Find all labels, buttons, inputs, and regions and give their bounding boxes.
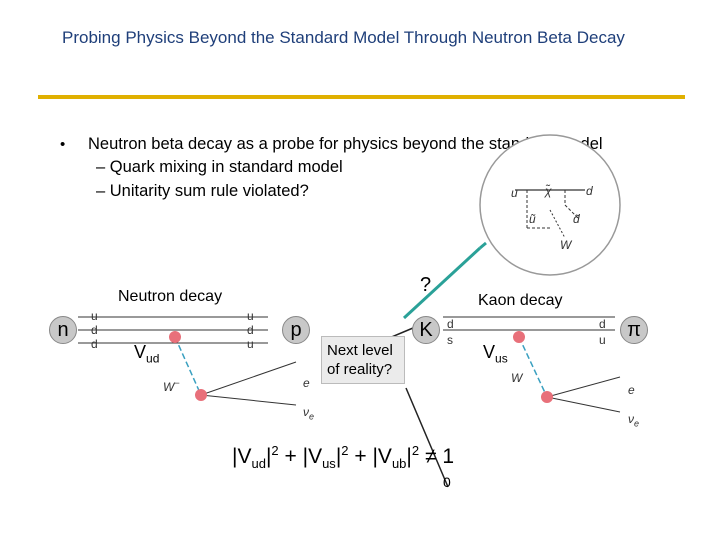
neutron-diagram: [78, 316, 297, 406]
next-level-line-1: Next level: [327, 342, 393, 359]
pion-particle: π: [620, 316, 648, 344]
kaon-neutrino-line: [546, 396, 621, 413]
kaon-diagram: [443, 316, 621, 413]
neutron-neutrino-label: νe: [303, 405, 315, 422]
next-level-box: Next level of reality?: [321, 336, 405, 384]
unitarity-equation: |Vud|2 + |Vus|2 + |Vub|2 ≠ 1: [232, 443, 455, 472]
inset-label-w: W: [560, 238, 572, 252]
vub-zero-annotation: 0: [443, 474, 451, 490]
page-title: Probing Physics Beyond the Standard Mode…: [62, 28, 625, 47]
kaon-electron-label: e: [628, 383, 635, 397]
inset-diagram: [479, 134, 621, 276]
inset-label-chi: χ̃: [545, 184, 552, 198]
bullet-marker: •: [60, 136, 66, 153]
neutron-quark-in-1: u: [91, 309, 98, 323]
neutron-neutrino-line: [200, 394, 297, 406]
question-mark: ?: [420, 274, 432, 296]
kaon-decay-label: Kaon decay: [478, 292, 563, 309]
kaon-neutrino-label: νe: [628, 412, 640, 429]
kaon-quark-in-1: d: [447, 317, 454, 331]
inset-circle: [479, 134, 621, 276]
sub-bullet-quark-mixing: – Quark mixing in standard model: [96, 158, 343, 176]
kaon-quark-out-1: d: [599, 317, 606, 331]
neutron-quark-out-2: d: [247, 323, 254, 337]
neutron-w-label: W−: [163, 378, 180, 394]
inset-w-line: [549, 209, 566, 239]
vub-pointer: [405, 387, 449, 488]
inset-right-diag: [564, 204, 579, 219]
kaon-vertex-bottom: [541, 391, 553, 403]
neutron-quark-in-3: d: [91, 337, 98, 351]
kaon-quark-in-2: s: [447, 333, 453, 347]
teal-arrow-lower: [402, 246, 482, 320]
neutron-particle: n: [49, 316, 77, 344]
inset-label-ubar: ũ: [529, 212, 536, 226]
inset-label-d: d: [586, 184, 593, 198]
bullet-text: Neutron beta decay as a probe for physic…: [88, 135, 603, 153]
neutron-vertex-bottom: [195, 389, 207, 401]
title-divider: [38, 95, 685, 99]
neutron-quark-in-2: d: [91, 323, 98, 337]
teal-arrow: [402, 241, 487, 320]
neutron-w-boson: [174, 336, 202, 396]
inset-label-u: u: [511, 186, 518, 200]
vud-label: Vud: [134, 342, 160, 366]
inset-label-dtilde: d̃: [573, 212, 580, 226]
neutron-quark-out-1: u: [247, 309, 254, 323]
kaon-w-label: W: [511, 371, 523, 385]
kaon-w-boson: [518, 336, 548, 398]
vus-label: Vus: [483, 342, 508, 366]
proton-particle: p: [282, 316, 310, 344]
kaon-quark-out-2: u: [599, 333, 606, 347]
kaon-electron-line: [546, 376, 621, 398]
next-level-line-2: of reality?: [327, 361, 393, 378]
sub-bullet-unitarity: – Unitarity sum rule violated?: [96, 182, 309, 200]
neutron-electron-line: [200, 361, 297, 396]
neutron-electron-label: e: [303, 376, 310, 390]
kaon-particle: K: [412, 316, 440, 344]
neutron-vertex-top: [169, 331, 181, 343]
kaon-vertex-top: [513, 331, 525, 343]
neutron-decay-label: Neutron decay: [118, 288, 223, 305]
neutron-quark-out-3: u: [247, 337, 254, 351]
